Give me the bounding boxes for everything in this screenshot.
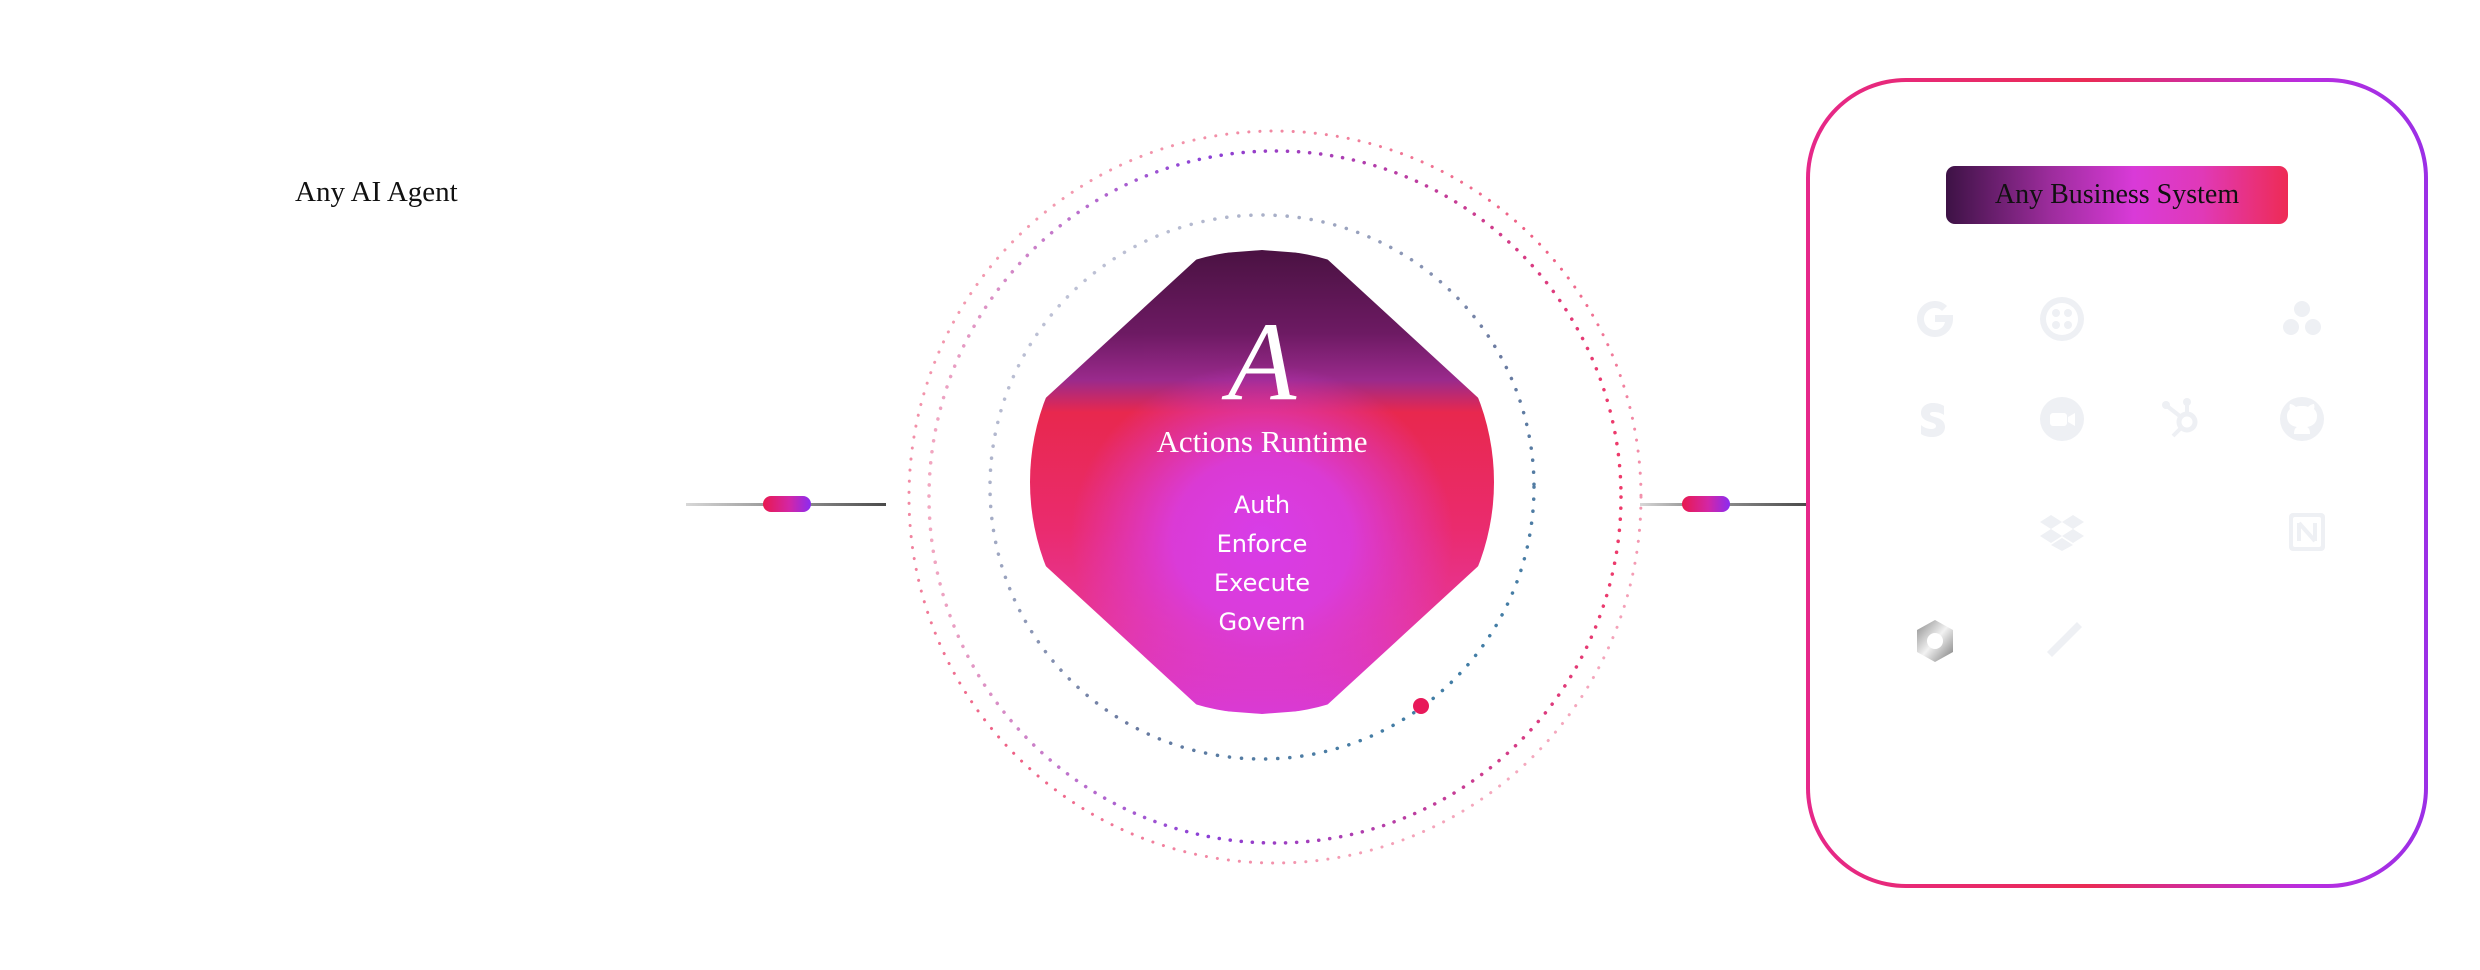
step-govern: Govern (1218, 608, 1306, 636)
left-connector-line (686, 503, 768, 506)
runtime-title: Actions Runtime (1156, 424, 1368, 459)
notion-icon (2280, 505, 2334, 559)
right-connector-pill (1682, 496, 1730, 512)
left-connector-line-dark (808, 503, 886, 506)
twilio-icon (2035, 292, 2089, 346)
step-auth: Auth (1233, 491, 1291, 519)
stripe-icon (1908, 392, 1962, 446)
agent-label: Any AI Agent (295, 176, 458, 208)
middle-dotted-ring (927, 149, 1623, 845)
jira-icon (2035, 614, 2089, 668)
google-icon (1908, 292, 1962, 346)
loop-ring-icon (1908, 614, 1962, 668)
runtime-logo: A (1227, 300, 1297, 424)
step-enforce: Enforce (1216, 530, 1308, 558)
business-systems-badge: Any Business System (1946, 166, 2288, 224)
right-connector-line-dark (1728, 503, 1806, 506)
left-connector-pill (763, 496, 811, 512)
inner-dotted-ring (988, 213, 1536, 761)
right-connector-line (1640, 503, 1686, 506)
github-icon (2275, 392, 2329, 446)
outer-dotted-ring (907, 129, 1643, 865)
step-execute: Execute (1214, 569, 1310, 597)
dropbox-icon (2035, 505, 2089, 559)
zoom-icon (2035, 392, 2089, 446)
orbit-dot (1413, 698, 1429, 714)
runtime-steps: Auth Enforce Execute Govern (1214, 490, 1310, 637)
hubspot-icon (2155, 392, 2209, 446)
asana-icon (2275, 292, 2329, 346)
business-systems-label: Any Business System (1994, 179, 2240, 210)
